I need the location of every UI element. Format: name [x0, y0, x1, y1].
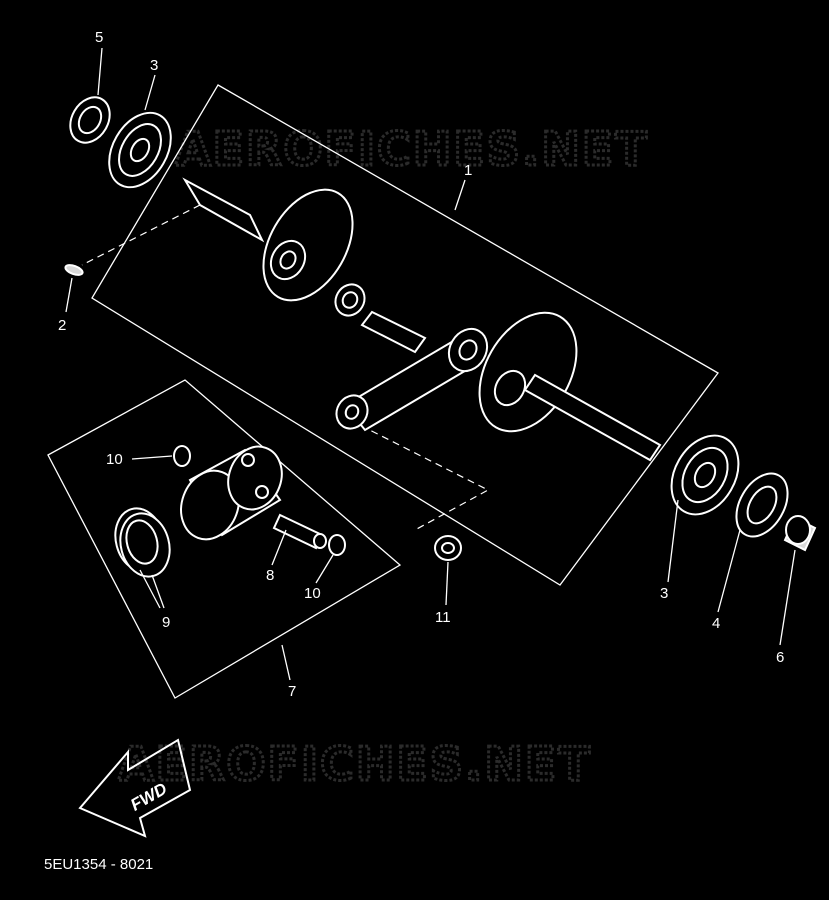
watermark-bottom: AEROFICHES.NET — [118, 737, 592, 791]
callout-7: 7 — [288, 683, 296, 700]
oil-seal-5 — [69, 96, 111, 144]
diagram-code: 5EU1354 - 8021 — [44, 856, 153, 873]
callout-10-top: 10 — [106, 451, 123, 468]
callout-5: 5 — [95, 29, 103, 46]
callout-1: 1 — [464, 162, 472, 179]
needle-bearing — [334, 283, 366, 317]
piston — [180, 445, 283, 541]
piston-rings-9 — [114, 507, 171, 578]
callout-8: 8 — [266, 567, 274, 584]
callout-11: 11 — [435, 609, 451, 626]
woodruff-key-2 — [64, 264, 84, 276]
callout-6: 6 — [776, 649, 784, 666]
circlip-10-bottom — [328, 534, 346, 556]
callout-9: 9 — [162, 614, 170, 631]
callout-10-bottom: 10 — [304, 585, 321, 602]
crank-half-left — [182, 177, 354, 302]
callout-4: 4 — [712, 615, 720, 632]
center-line — [81, 204, 490, 531]
callout-2: 2 — [58, 317, 66, 334]
bearing-3-right — [670, 434, 740, 516]
callout-3-top: 3 — [150, 57, 158, 74]
piston-pin-8 — [272, 513, 327, 550]
callout-3-right: 3 — [660, 585, 668, 602]
oil-seal-4 — [735, 472, 789, 538]
watermark-top: AEROFICHES.NET — [175, 122, 649, 176]
collar-6 — [783, 515, 817, 552]
crank-half-right — [478, 311, 662, 462]
circlip-10-top — [173, 445, 191, 467]
piston-kit-outline — [47, 379, 402, 699]
crankshaft-assembly-outline — [91, 84, 719, 586]
bearing-3-left — [108, 111, 172, 189]
leader-lines — [65, 47, 796, 681]
connecting-rod — [335, 327, 489, 432]
crank-pin — [360, 310, 427, 354]
small-end-bearing-11 — [434, 535, 462, 561]
